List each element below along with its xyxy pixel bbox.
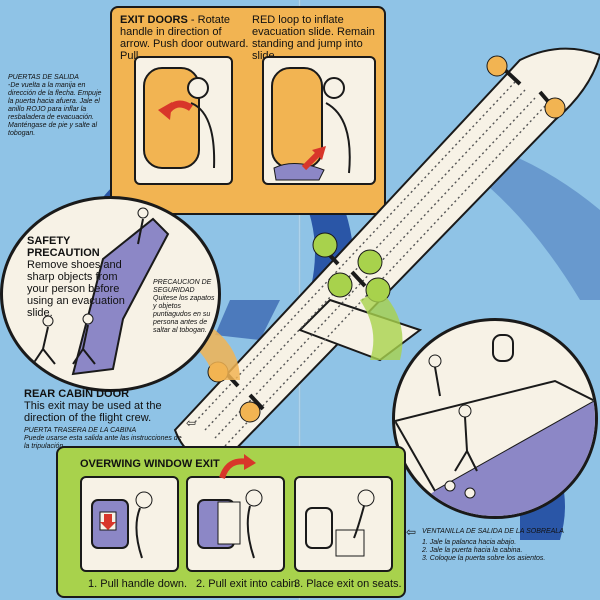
- ventanilla-step-2: 2. Jale la puerta hacia la cabina.: [422, 547, 523, 554]
- safety-precaution-circle: SAFETY PRECAUTION Remove shoes and sharp…: [0, 196, 221, 392]
- rear-door-text: This exit may be used at the direction o…: [24, 400, 162, 424]
- ventanilla-step-1: 1. Jale la palanca hacia abajo.: [422, 539, 517, 546]
- ventanilla-arrow-icon: ⇦: [406, 525, 417, 539]
- safety-title: SAFETY PRECAUTION: [27, 235, 100, 259]
- overwing-step-1-illustration: [80, 476, 179, 572]
- ventanilla-block: VENTANILLA DE SALIDA DE LA SOBREALA 1. J…: [422, 528, 597, 563]
- precaucion-text: Quitese los zapatos y objetos puntiagudo…: [153, 295, 215, 334]
- rear-door-es-text: Puede usarse esta salida ante las instru…: [24, 435, 182, 450]
- left-arrow-icon: ⇦: [186, 416, 197, 430]
- exit-doors-instructions: - Rotate handle in direction of arrow. P…: [120, 14, 249, 62]
- curved-arrow-icon: [219, 454, 256, 480]
- safety-slide-drawing: [32, 207, 170, 376]
- overwing-step-3: 3. Place exit on seats.: [294, 578, 402, 590]
- overwing-step-2-drawing: [197, 489, 263, 559]
- precaucion-title: PRECAUCION DE SEGURIDAD: [153, 279, 212, 294]
- slide-inflate-illustration: [262, 56, 376, 185]
- overwing-exit-panel: OVERWING WINDOW EXIT 1. Pull handle down…: [56, 446, 406, 598]
- rear-door-block: REAR CABIN DOOR This exit may be used at…: [24, 388, 184, 451]
- overwing-step-3-illustration: [294, 476, 393, 572]
- overwing-step-2: 2. Pull exit into cabin: [196, 578, 297, 590]
- puertas-salida-text: -De vuelta a la manija en dirección de l…: [8, 82, 102, 137]
- puertas-salida-title: PUERTAS DE SALIDA: [8, 74, 79, 81]
- overwing-escape-circle: [392, 318, 598, 519]
- puertas-salida-block: PUERTAS DE SALIDA -De vuelta a la manija…: [8, 74, 104, 138]
- overwing-step-2-illustration: [186, 476, 285, 572]
- overwing-step-3-drawing: [305, 489, 375, 557]
- exit-doors-text: EXIT DOORS - Rotate handle in direction …: [120, 14, 250, 62]
- overwing-title: OVERWING WINDOW EXIT: [80, 458, 220, 470]
- safety-text-block: SAFETY PRECAUTION Remove shoes and sharp…: [27, 235, 127, 319]
- safety-text: Remove shoes and sharp objects from your…: [27, 259, 125, 319]
- exit-doors-title: EXIT DOORS: [120, 14, 188, 26]
- ventanilla-step-3: 3. Coloque la puerta sobre los asientos.: [422, 555, 546, 562]
- precaucion-block: PRECAUCION DE SEGURIDAD Quitese los zapa…: [153, 279, 215, 335]
- ventanilla-title: VENTANILLA DE SALIDA DE LA SOBREALA: [422, 528, 564, 535]
- rear-door-title: REAR CABIN DOOR: [24, 388, 130, 400]
- overwing-step-1-drawing: [91, 491, 153, 559]
- exit-doors-panel: EXIT DOORS - Rotate handle in direction …: [110, 6, 386, 215]
- door-rotate-illustration: [134, 56, 233, 185]
- overwing-step-1: 1. Pull handle down.: [88, 578, 188, 590]
- door-rotate-drawing: [143, 67, 216, 169]
- overwing-escape-drawing: [395, 334, 595, 516]
- rear-door-es-title: PUERTA TRASERA DE LA CABINA: [24, 427, 137, 434]
- slide-inflate-drawing: [271, 67, 351, 181]
